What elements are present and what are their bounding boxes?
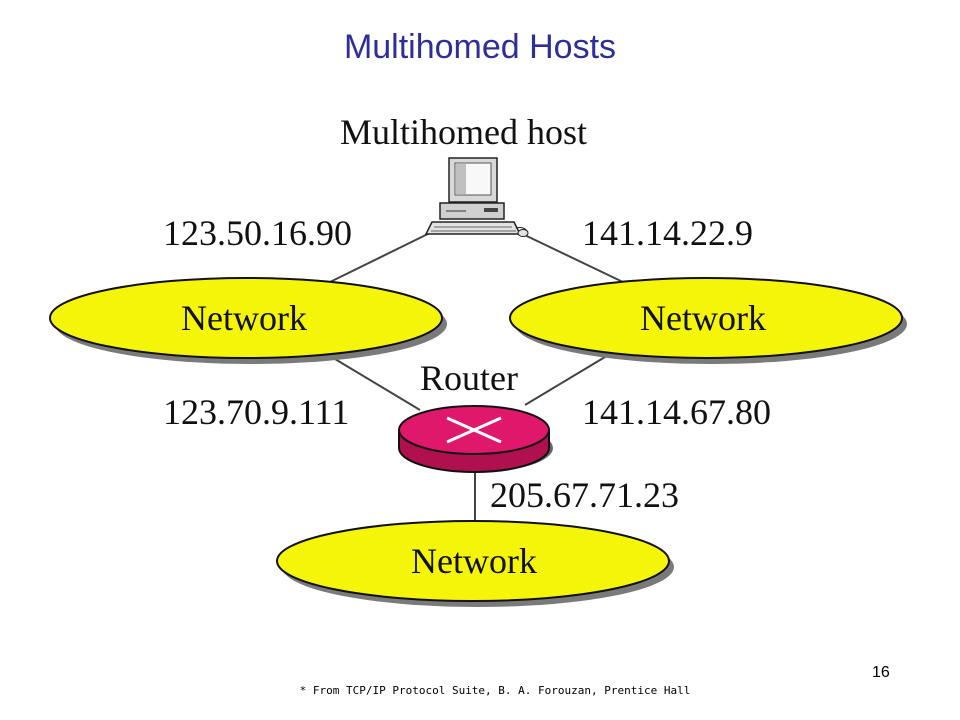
address-host-right: 141.14.22.9 xyxy=(582,213,753,253)
link-host-right-network xyxy=(509,227,626,284)
address-router-right: 141.14.67.80 xyxy=(582,392,771,432)
link-right-network-router xyxy=(524,353,611,406)
links xyxy=(324,227,626,528)
source-footnote: * From TCP/IP Protocol Suite, B. A. Foro… xyxy=(299,684,691,697)
network-left: Network xyxy=(49,277,447,364)
link-host-left-network xyxy=(329,227,441,283)
network-bottom: Network xyxy=(276,520,674,607)
router-icon xyxy=(398,405,553,473)
page-number: 16 xyxy=(872,664,890,681)
address-router-left: 123.70.9.111 xyxy=(163,392,349,432)
router-label: Router xyxy=(420,358,518,398)
address-host-left: 123.50.16.90 xyxy=(163,213,352,253)
network-right: Network xyxy=(509,277,907,364)
network-left-label: Network xyxy=(181,298,307,338)
host-label: Multihomed host xyxy=(340,112,587,152)
slide-title: Multihomed Hosts xyxy=(343,28,617,66)
address-router-bottom: 205.67.71.23 xyxy=(490,475,679,515)
network-right-label: Network xyxy=(640,298,766,338)
network-bottom-label: Network xyxy=(411,541,537,581)
desktop-computer-icon xyxy=(424,157,529,237)
link-left-network-router xyxy=(324,352,421,411)
